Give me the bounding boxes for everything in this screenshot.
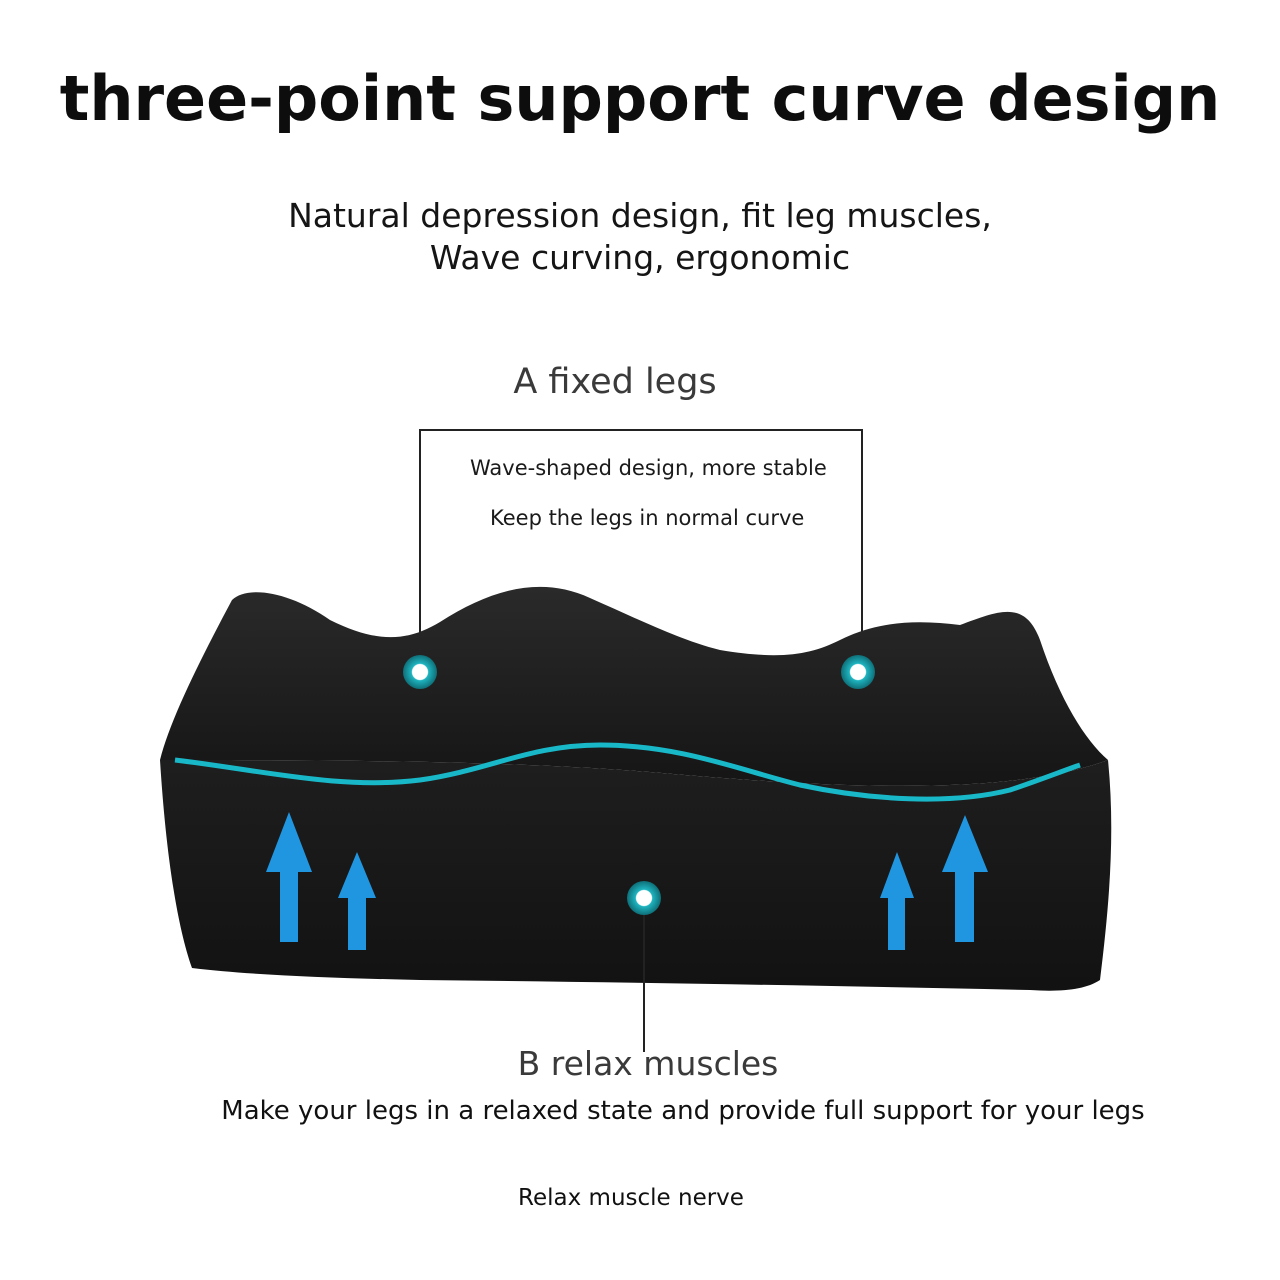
point-a-text-1: Wave-shaped design, more stable	[470, 456, 827, 480]
point-b-description: Make your legs in a relaxed state and pr…	[221, 1096, 1145, 1126]
arrow-up-icon	[266, 812, 312, 942]
subtitle-line-2: Wave curving, ergonomic	[429, 238, 851, 277]
support-point-b	[627, 881, 661, 915]
support-point-a-right	[841, 655, 875, 689]
wave-accent-line	[174, 742, 1081, 802]
point-b-label: B relax muscles	[517, 1044, 779, 1083]
page-title: three-point support curve design	[59, 62, 1221, 135]
cushion-top	[160, 586, 1108, 786]
arrow-up-icon	[880, 852, 914, 950]
arrow-up-icon	[942, 815, 988, 942]
cushion-front	[160, 760, 1112, 991]
arrow-up-icon	[338, 852, 376, 950]
support-point-a-left	[403, 655, 437, 689]
callout-line-a	[419, 429, 863, 665]
subtitle-line-1: Natural depression design, fit leg muscl…	[288, 196, 992, 235]
point-a-label: A fixed legs	[513, 362, 717, 402]
footer-caption: Relax muscle nerve	[518, 1185, 744, 1211]
point-a-text-2: Keep the legs in normal curve	[490, 506, 805, 530]
